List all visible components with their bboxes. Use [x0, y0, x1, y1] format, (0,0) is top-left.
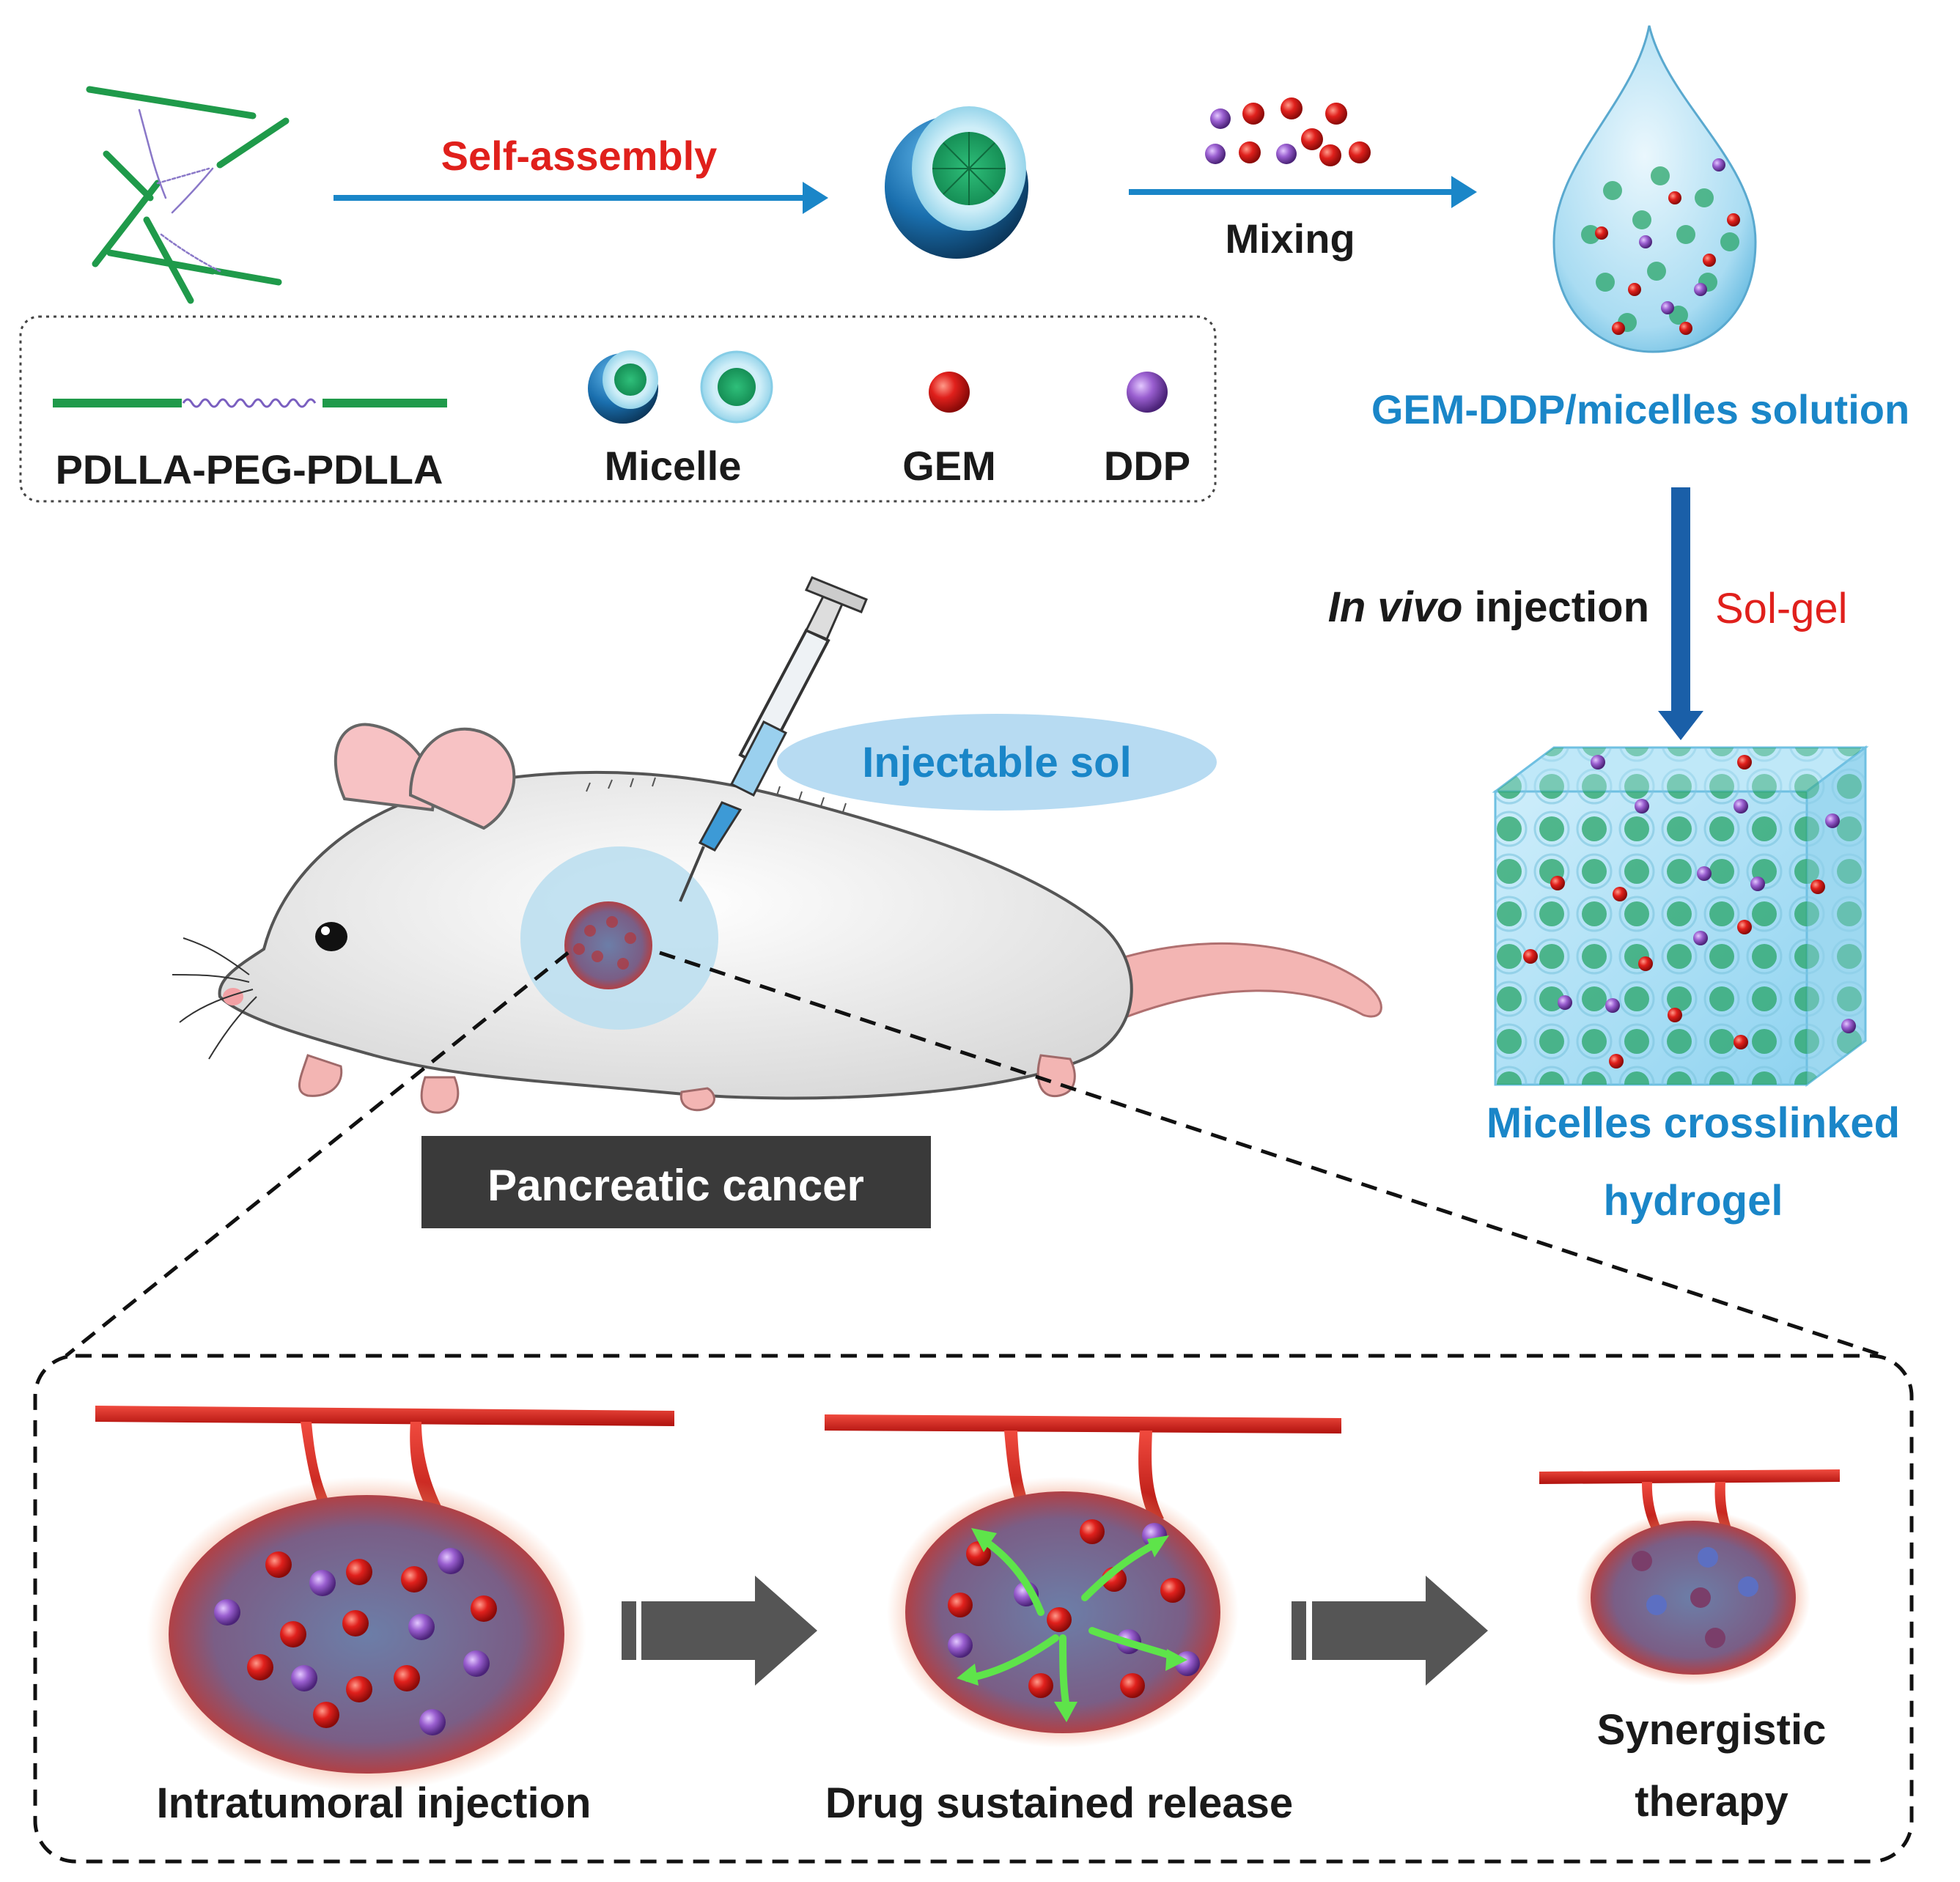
polymer-chain-icon — [53, 398, 447, 408]
step1-label: Intratumoral injection — [157, 1779, 592, 1827]
tumor-release-icon — [825, 1414, 1341, 1748]
self-assembly-arrowhead — [803, 182, 828, 214]
legend-polymer-label: PDLLA-PEG-PDLLA — [56, 446, 443, 492]
step2-label: Drug sustained release — [825, 1779, 1293, 1827]
mouse-illustration — [172, 723, 1382, 1114]
solution-drop-icon — [1552, 25, 1757, 353]
injection-arrowhead — [1658, 711, 1703, 740]
step3-label-line1: Synergistic — [1597, 1706, 1827, 1754]
legend-gem-label: GEM — [902, 443, 996, 489]
self-assembly-label: Self-assembly — [441, 133, 718, 179]
in-vivo-text: In vivo — [1328, 583, 1463, 631]
process-arrow-1 — [622, 1576, 817, 1686]
pancreatic-cancer-label: Pancreatic cancer — [487, 1161, 864, 1210]
detail-panel — [33, 1354, 1914, 1864]
injectable-sol-bubble — [777, 714, 1217, 811]
tumor-therapy-icon — [1539, 1469, 1840, 1686]
zoom-line-left — [65, 951, 570, 1357]
mixing-label: Mixing — [1225, 215, 1355, 262]
legend-micelle-label: Micelle — [605, 443, 742, 489]
injection-label: In vivo injection — [1328, 583, 1649, 631]
mixing-drugs-icon — [1205, 97, 1371, 166]
hydrogel-cube-icon — [1492, 745, 1869, 1087]
mixing-arrowhead — [1451, 176, 1477, 208]
injectable-sol-label: Injectable sol — [862, 739, 1131, 786]
legend-gem-icon — [929, 372, 970, 413]
polymer-cluster-icon — [86, 86, 290, 304]
injection-arrow — [1671, 487, 1690, 715]
syringe-icon — [679, 576, 868, 902]
zoom-line-right — [659, 951, 1885, 1358]
micelle-sphere-icon — [885, 106, 1028, 259]
pancreatic-cancer-box — [421, 1136, 931, 1228]
legend-ddp-icon — [1127, 372, 1168, 413]
solution-label: GEM-DDP/micelles solution — [1371, 386, 1909, 432]
hydrogel-label-line1: Micelles crosslinked — [1486, 1099, 1900, 1147]
sol-gel-label: Sol-gel — [1715, 585, 1848, 632]
injection-text: injection — [1462, 583, 1649, 631]
hydrogel-label-line2: hydrogel — [1604, 1177, 1783, 1225]
legend-ddp-label: DDP — [1104, 443, 1190, 489]
legend-micelle-icon — [588, 350, 773, 424]
legend-box — [19, 315, 1217, 503]
tumor-injection-icon — [95, 1406, 674, 1792]
step3-label-line2: therapy — [1635, 1778, 1788, 1826]
process-arrow-2 — [1292, 1576, 1488, 1686]
